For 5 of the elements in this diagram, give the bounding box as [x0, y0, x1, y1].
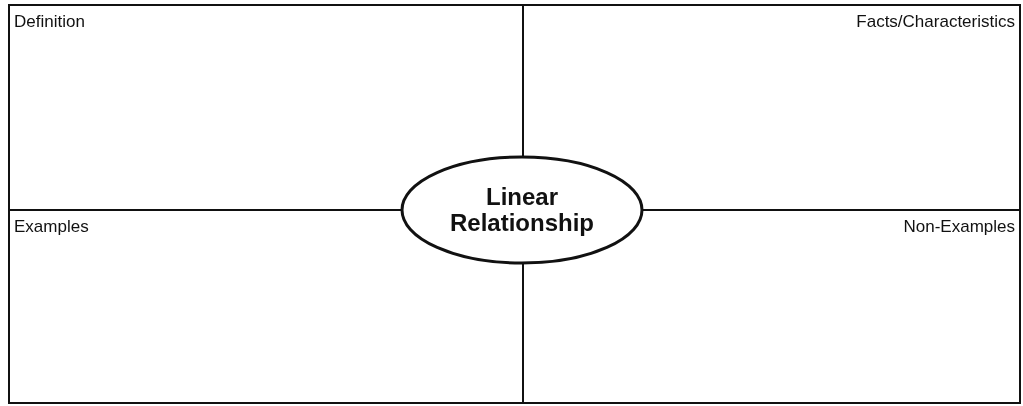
quadrant-heading: Facts/Characteristics [856, 12, 1015, 32]
quadrant-heading: Definition [14, 12, 85, 32]
oval-label: Linear Relationship [449, 184, 595, 236]
quadrant-heading: Examples [14, 217, 89, 237]
quadrant-heading: Non-Examples [903, 217, 1015, 237]
